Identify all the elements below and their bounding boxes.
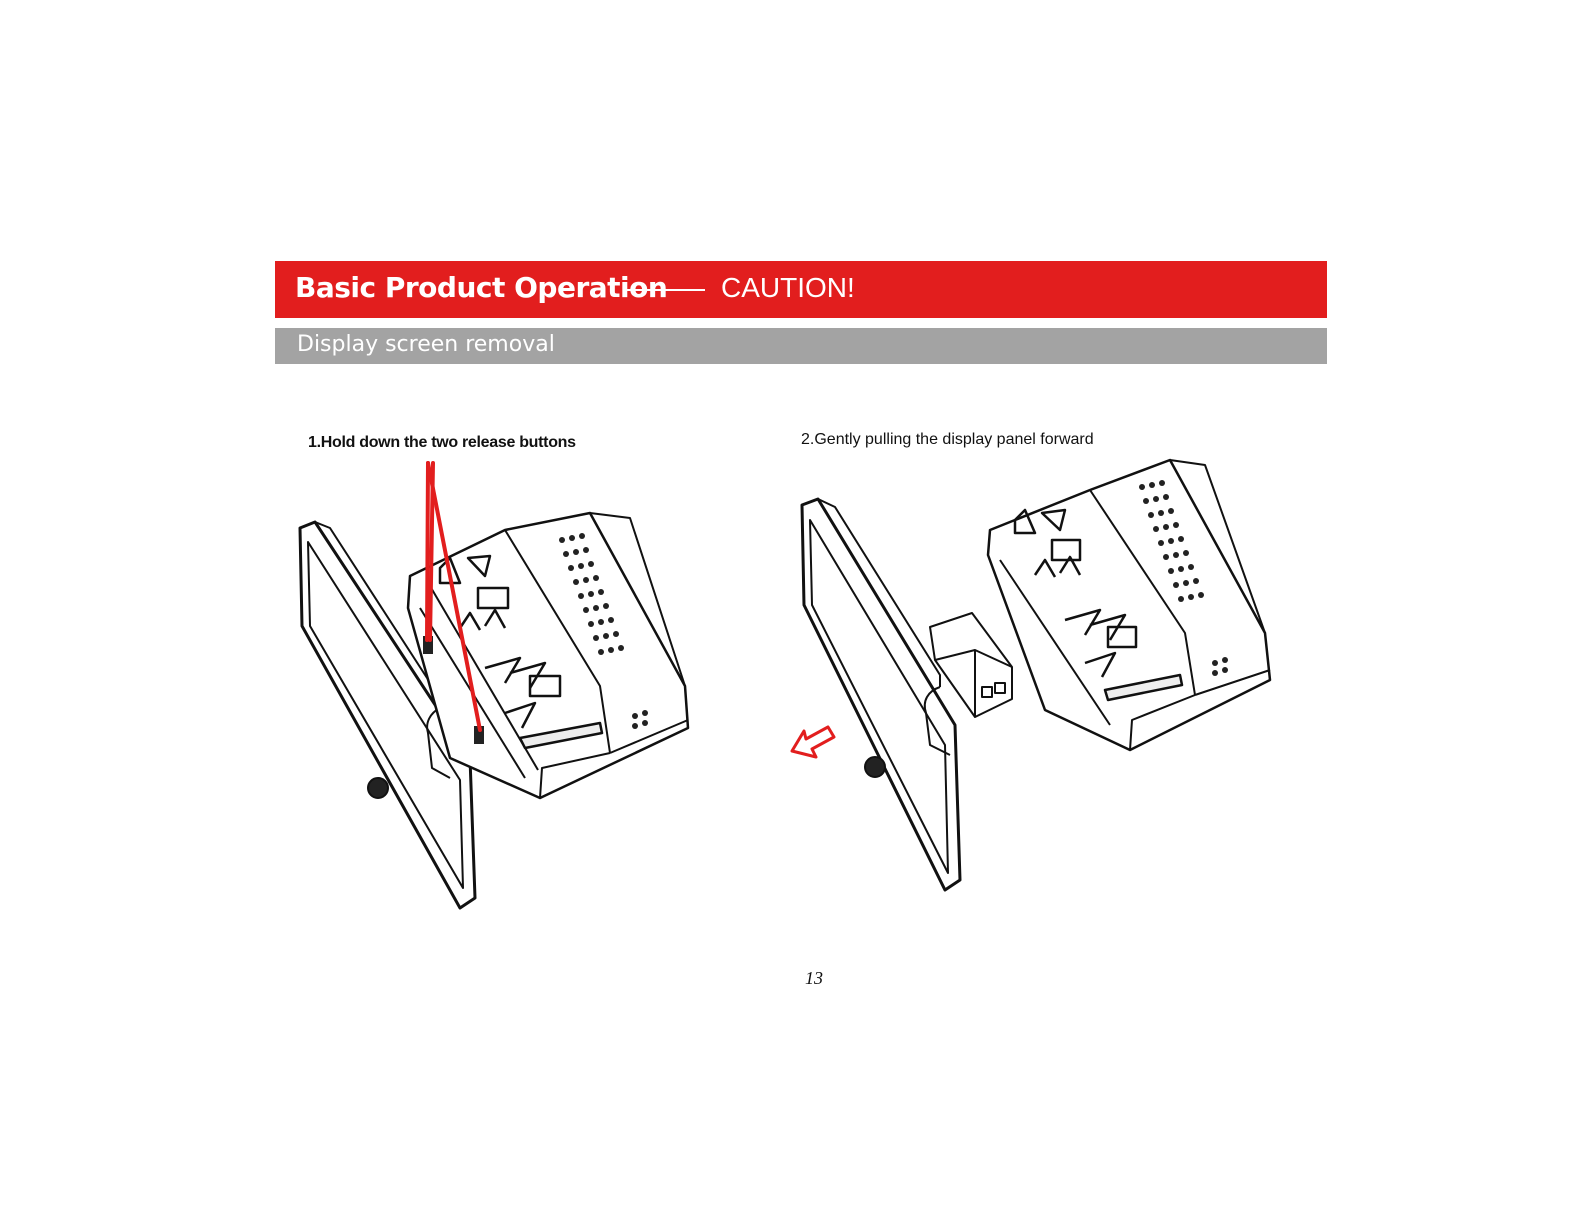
header-bar: Basic Product Operation CAUTION!	[275, 261, 1327, 318]
step-1-label: 1.Hold down the two release buttons	[308, 434, 576, 452]
head-unit	[408, 513, 688, 798]
release-buttons-illustration	[290, 458, 720, 928]
display-panel	[802, 499, 960, 890]
page-number: 13	[805, 968, 823, 989]
section-bar: Display screen removal	[275, 328, 1327, 364]
pull-display-illustration	[790, 455, 1310, 905]
header-title: Basic Product Operation	[295, 271, 667, 304]
step-2-label: 2.Gently pulling the display panel forwa…	[801, 431, 1094, 449]
head-unit	[988, 460, 1270, 750]
section-title: Display screen removal	[297, 332, 555, 357]
arrow-icon	[792, 727, 834, 757]
header-dash	[623, 289, 705, 291]
header-caution: CAUTION!	[721, 272, 855, 304]
